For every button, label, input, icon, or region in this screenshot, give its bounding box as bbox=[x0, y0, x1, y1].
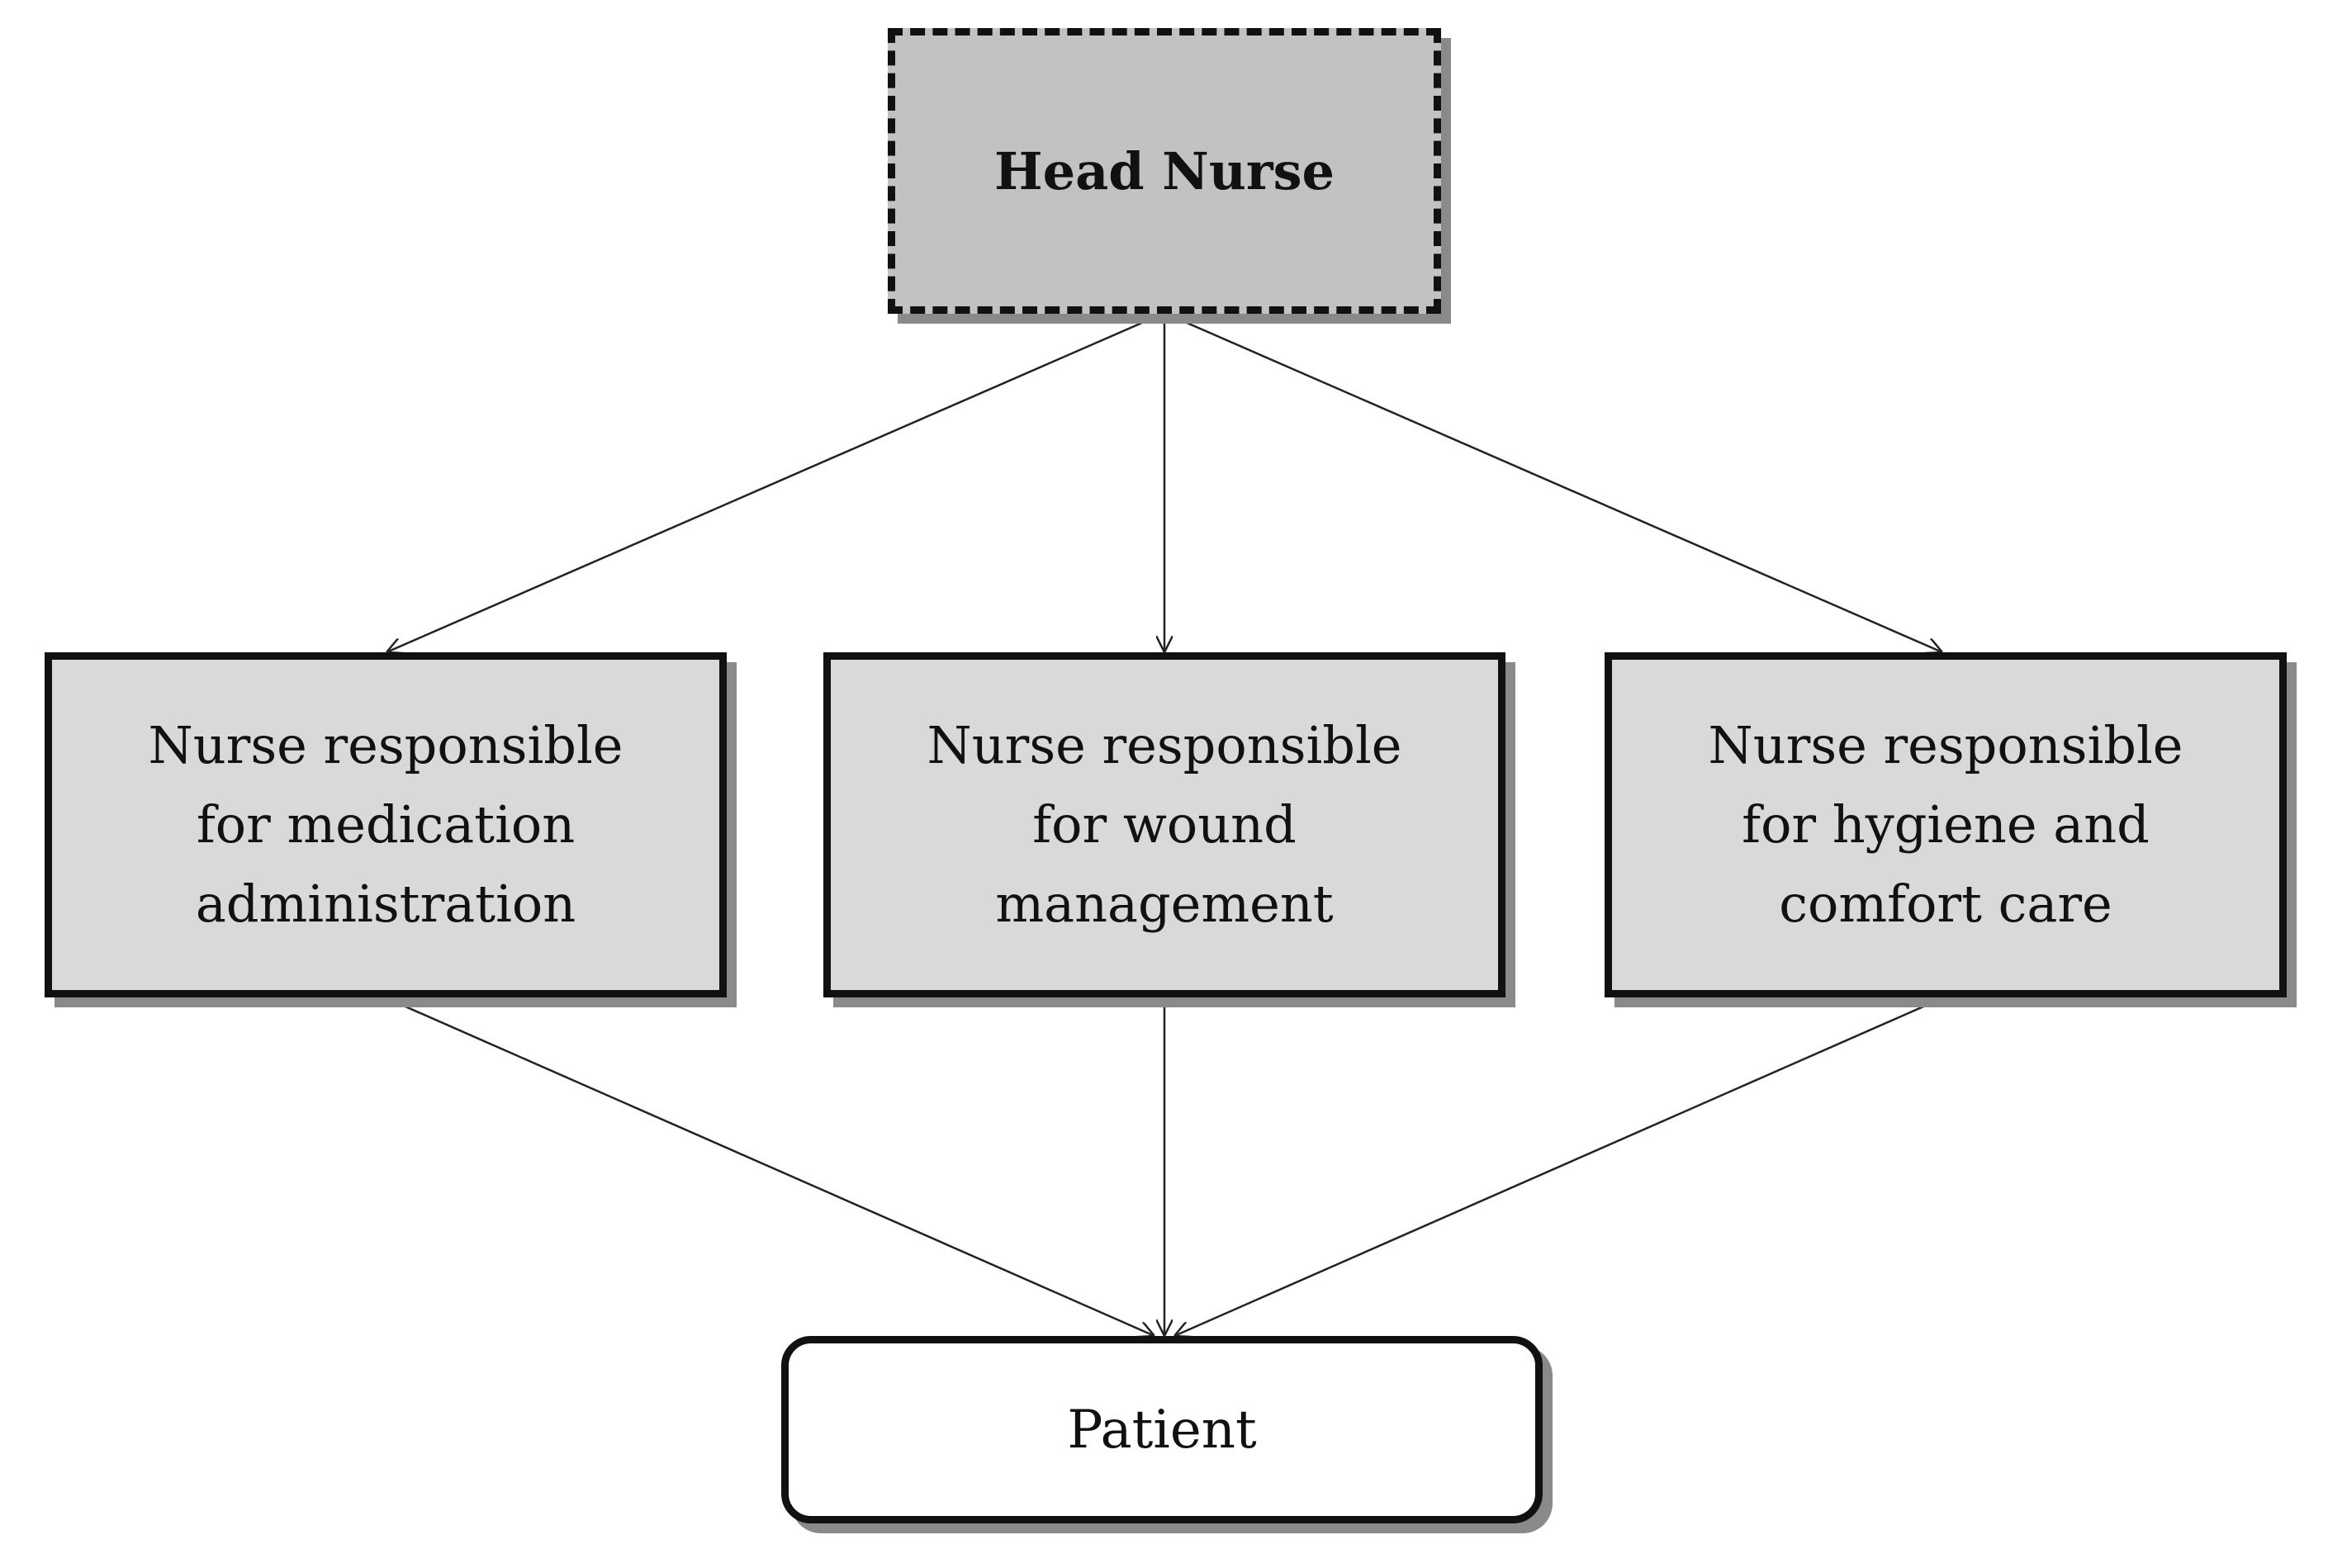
edge-hygiene-to-patient bbox=[1174, 999, 1937, 1336]
hygiene-nurse-label: Nurse responsible for hygiene and comfor… bbox=[1708, 715, 2183, 934]
wound-nurse-node: Nurse responsible for wound management bbox=[823, 652, 1505, 997]
wound-nurse-label: Nurse responsible for wound management bbox=[927, 715, 1402, 934]
patient-node: Patient bbox=[781, 1336, 1543, 1523]
edge-head-to-medication bbox=[386, 312, 1164, 652]
medication-nurse-label: Nurse responsible for medication adminis… bbox=[148, 715, 623, 934]
medication-nurse-node: Nurse responsible for medication adminis… bbox=[45, 652, 727, 997]
head-nurse-label: Head Nurse bbox=[994, 140, 1335, 201]
edge-head-to-hygiene bbox=[1165, 312, 1942, 652]
hygiene-nurse-node: Nurse responsible for hygiene and comfor… bbox=[1605, 652, 2287, 997]
edge-medication-to-patient bbox=[391, 999, 1155, 1336]
head-nurse-node: Head Nurse bbox=[888, 28, 1441, 314]
patient-label: Patient bbox=[1067, 1399, 1257, 1461]
